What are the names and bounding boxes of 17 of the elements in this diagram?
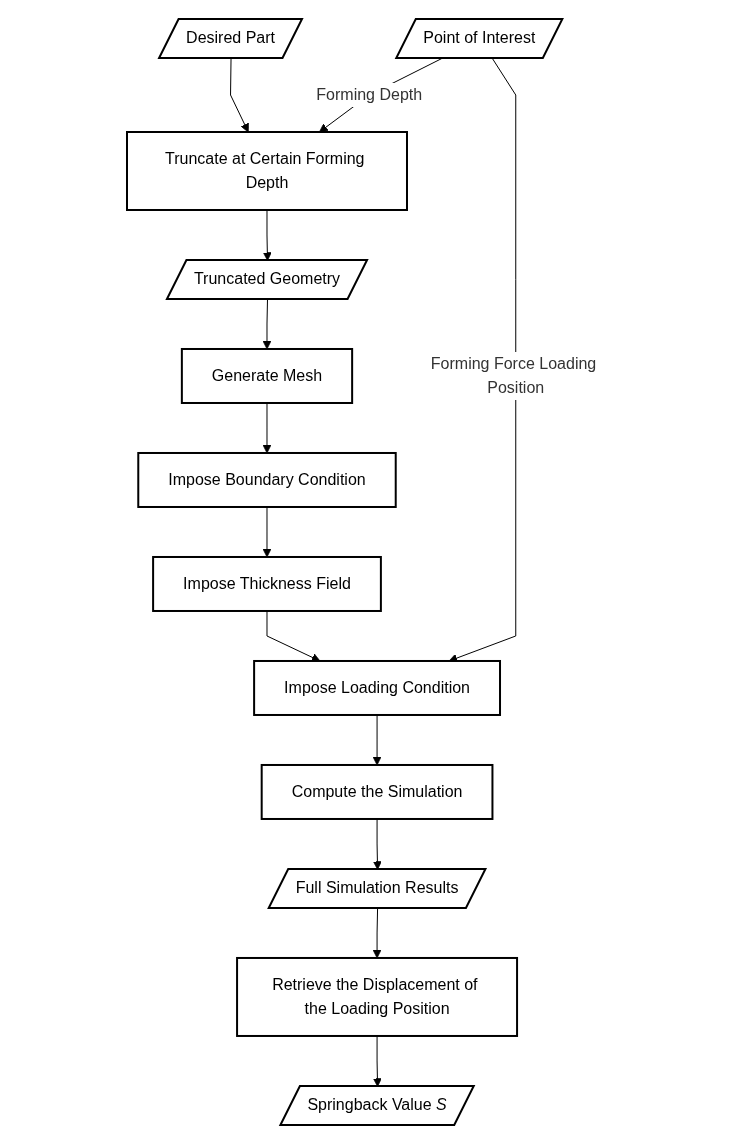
node-box: Compute the Simulation	[260, 763, 494, 820]
edge-label: Forming Depth	[315, 85, 422, 103]
node-box: Retrieve the Displacement of the Loading Position	[235, 956, 518, 1037]
node-box: Impose Loading Condition	[252, 659, 501, 716]
arrow	[448, 57, 516, 662]
arrow	[372, 907, 382, 958]
arrow	[262, 506, 271, 557]
arrow	[372, 714, 382, 765]
node-box: Truncate at Certain Forming Depth	[125, 130, 408, 211]
arrow	[262, 298, 271, 349]
node-box: Generate Mesh	[180, 347, 353, 404]
arrow	[262, 402, 271, 453]
edge-label: Forming Force Loading Position	[430, 354, 596, 396]
arrow	[266, 610, 320, 662]
arrow	[229, 57, 249, 132]
node-box: Impose Thickness Field	[151, 555, 382, 612]
node-box: Impose Boundary Condition	[136, 451, 397, 508]
